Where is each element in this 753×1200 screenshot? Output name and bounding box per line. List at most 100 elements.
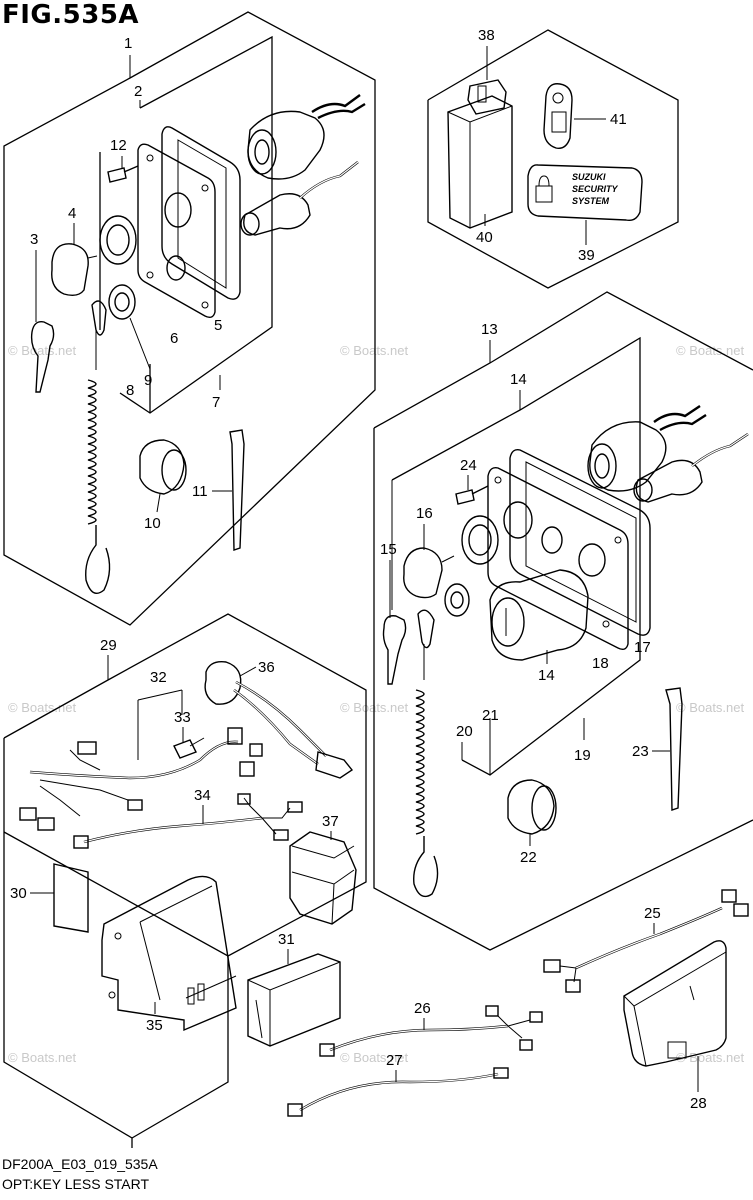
diagram-caption: OPT:KEY LESS START <box>2 1176 150 1192</box>
sticker-suzuki-text: SUZUKI <box>572 172 606 182</box>
callout-34: 34 <box>194 787 211 804</box>
callout-2: 2 <box>134 83 142 100</box>
callout-33: 33 <box>174 709 191 726</box>
callout-1: 1 <box>124 35 132 52</box>
cable-tie-part <box>229 429 245 551</box>
callout-19: 19 <box>574 747 591 764</box>
mounting-bracket-part <box>101 875 237 1032</box>
screw-part <box>455 485 489 505</box>
callout-13: 13 <box>481 321 498 338</box>
sticker-system-text: SYSTEM <box>572 196 610 206</box>
callout-15: 15 <box>380 541 397 558</box>
gasket-part <box>509 448 651 636</box>
lanyard-part <box>413 609 439 898</box>
watermark-text: © Boats.net <box>8 700 77 715</box>
wiring-harness-part <box>19 727 263 831</box>
key-part <box>382 615 407 685</box>
watermark-text: © Boats.net <box>676 700 745 715</box>
start-stop-switch-part <box>489 569 589 661</box>
callout-18: 18 <box>592 655 609 672</box>
ignition-switch-part <box>247 94 366 180</box>
fuse-case-part <box>247 953 341 1047</box>
watermark-text: © Boats.net <box>676 1050 745 1065</box>
group-13-frame <box>373 291 753 951</box>
harness-27-part <box>287 1067 509 1117</box>
callout-27: 27 <box>386 1052 403 1069</box>
sticker-security-text: SECURITY <box>572 184 619 194</box>
stop-switch-part <box>633 433 749 503</box>
callout-6: 6 <box>170 330 178 347</box>
harness-25-part <box>543 889 749 993</box>
callout-28: 28 <box>690 1095 707 1112</box>
callout-9: 9 <box>144 372 152 389</box>
callout-10: 10 <box>144 515 161 532</box>
callout-40: 40 <box>476 229 493 246</box>
callout-31: 31 <box>278 931 295 948</box>
callout-21: 21 <box>482 707 499 724</box>
callout-36: 36 <box>258 659 275 676</box>
group-29-frame <box>3 613 367 1148</box>
harness-26-part <box>319 1005 543 1057</box>
bezel-nut-part <box>99 215 137 320</box>
stop-switch-part <box>240 161 359 236</box>
callout-8: 8 <box>126 382 134 399</box>
lanyard-part <box>85 300 111 594</box>
callout-41: 41 <box>610 111 627 128</box>
key-fob-part <box>543 83 573 149</box>
watermark-text: © Boats.net <box>676 343 745 358</box>
callout-23: 23 <box>632 743 649 760</box>
group-38-frame <box>427 29 679 289</box>
clip-part <box>139 439 187 495</box>
knob-part <box>51 243 98 297</box>
callout-37: 37 <box>322 813 339 830</box>
watermark-text: © Boats.net <box>340 1050 409 1065</box>
instruction-card-part <box>53 863 89 933</box>
callout-14: 14 <box>510 371 527 388</box>
callout-26: 26 <box>414 1000 431 1017</box>
callout-29: 29 <box>100 637 117 654</box>
callout-4: 4 <box>68 205 76 222</box>
watermarks: © Boats.net © Boats.net © Boats.net © Bo… <box>8 343 745 1065</box>
callout-5: 5 <box>214 317 222 334</box>
ecu-module-part <box>447 79 513 229</box>
cable-tie-part <box>665 687 683 811</box>
diagram-code: DF200A_E03_019_535A <box>2 1156 158 1172</box>
security-sticker-part: SUZUKI SECURITY SYSTEM <box>527 164 643 222</box>
bezel-nut-part <box>444 515 499 617</box>
callout-11: 11 <box>192 483 208 500</box>
ignition-switch-part <box>587 405 707 492</box>
switch-panel-part <box>487 466 629 651</box>
knob-part <box>403 547 455 599</box>
key-part <box>30 321 55 393</box>
group-1-frame <box>3 11 376 626</box>
callout-17: 17 <box>634 639 651 656</box>
callout-35: 35 <box>146 1017 163 1034</box>
extension-harness-part <box>73 793 303 849</box>
sensor-harness-part <box>204 661 354 779</box>
callout-30: 30 <box>10 885 27 902</box>
callout-25: 25 <box>644 905 661 922</box>
callout-22: 22 <box>520 849 537 866</box>
ecu-28-part <box>623 940 727 1067</box>
callout-16: 16 <box>416 505 433 522</box>
callout-32: 32 <box>150 669 167 686</box>
watermark-text: © Boats.net <box>340 343 409 358</box>
switch-panel-part <box>137 143 216 319</box>
callout-14: 14 <box>538 667 555 684</box>
relay-part <box>289 831 357 925</box>
gasket-part <box>161 126 241 300</box>
clip-part <box>507 779 557 835</box>
callout-12: 12 <box>110 137 127 154</box>
screw-part <box>107 165 139 183</box>
callout-39: 39 <box>578 247 595 264</box>
watermark-text: © Boats.net <box>8 1050 77 1065</box>
sensor-part <box>173 737 205 759</box>
watermark-text: © Boats.net <box>8 343 77 358</box>
callout-20: 20 <box>456 723 473 740</box>
figure-title: FIG.535A <box>2 0 140 30</box>
callout-3: 3 <box>30 231 38 248</box>
callout-24: 24 <box>460 457 477 474</box>
callout-38: 38 <box>478 27 495 44</box>
callout-7: 7 <box>212 394 220 411</box>
